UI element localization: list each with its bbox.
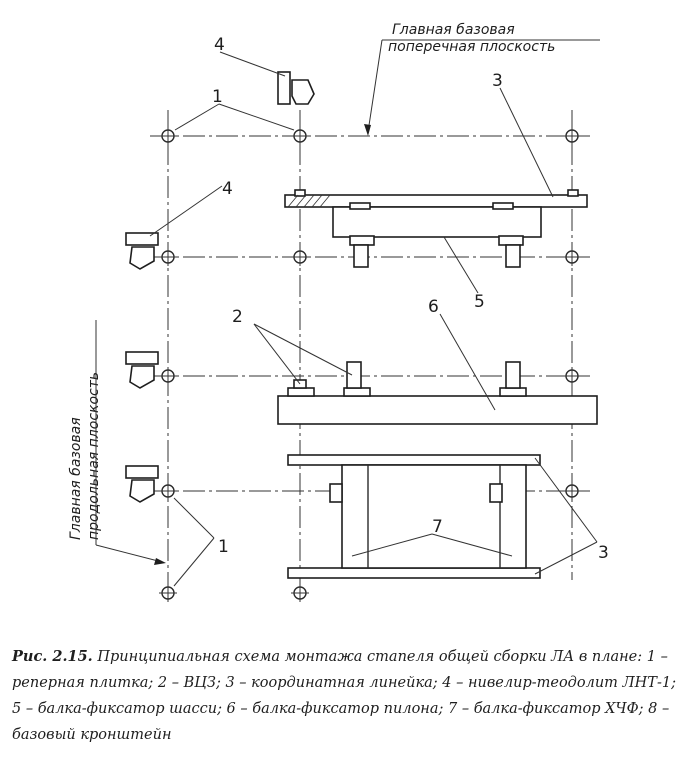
svg-text:Главная базовая: Главная базовая <box>392 22 515 38</box>
longitudinal-plane-label: Главная базовая продольная плоскость <box>68 320 166 565</box>
reference-plates <box>159 127 581 602</box>
svg-text:продольная плоскость: продольная плоскость <box>86 372 102 540</box>
callout-leaders <box>149 51 598 587</box>
callout-3-top: 3 <box>492 71 503 91</box>
figure-caption-text: Принципиальная схема монтажа стапеля общ… <box>12 649 676 743</box>
callout-6: 6 <box>428 297 439 317</box>
callout-1-top: 1 <box>212 87 223 107</box>
callout-7: 7 <box>432 517 443 537</box>
transverse-plane-label: Главная базовая поперечная плоскость <box>364 22 600 136</box>
assembly-jig-diagram: Главная базовая поперечная плоскость Гла… <box>68 22 609 605</box>
callout-1-bottom: 1 <box>218 537 229 557</box>
figure-label: Рис. 2.15. <box>12 648 93 665</box>
svg-text:поперечная плоскость: поперечная плоскость <box>388 39 555 55</box>
callout-5: 5 <box>474 292 485 312</box>
pylon-fixing-beam <box>277 361 598 425</box>
callout-4-left: 4 <box>222 179 233 199</box>
callout-3-bottom: 3 <box>598 543 609 563</box>
chassis-fixing-beam <box>332 202 542 268</box>
coordinate-ruler-top <box>284 189 588 208</box>
callout-numbers: 1 4 4 2 3 5 6 7 1 3 <box>212 35 609 563</box>
callout-4-top: 4 <box>214 35 225 55</box>
hcf-fixing-frame <box>287 454 541 579</box>
callout-2: 2 <box>232 307 243 327</box>
svg-text:Главная базовая: Главная базовая <box>68 417 84 540</box>
figure-caption: Рис. 2.15. Принципиальная схема монтажа … <box>12 644 676 748</box>
